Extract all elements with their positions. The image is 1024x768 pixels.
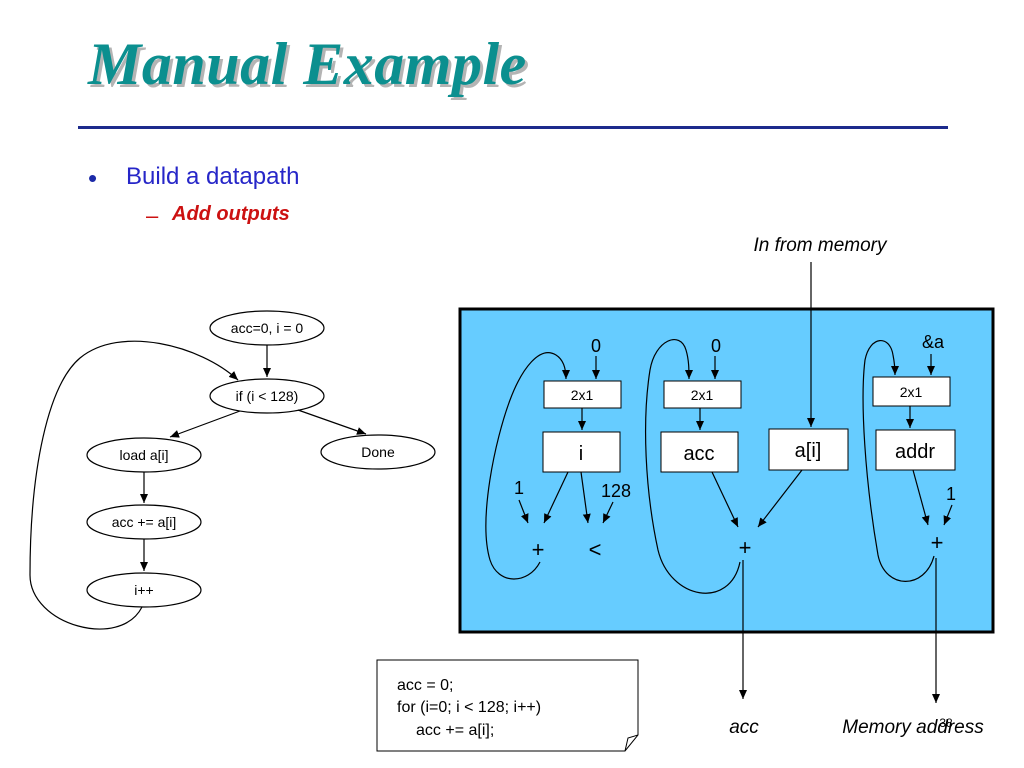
reg-i <box>542 431 621 473</box>
flow-label-condition: if (i < 128) <box>236 388 299 404</box>
wire-reg-ai-add <box>757 469 803 528</box>
datapath-wires <box>485 262 953 703</box>
wire-one-add-i <box>518 499 529 524</box>
code-note-fold <box>624 734 639 752</box>
code-line-3: acc += a[i]; <box>416 722 494 739</box>
sub-bullet-text: Add outputs <box>172 203 290 225</box>
reg-acc <box>660 431 739 473</box>
title-divider <box>78 126 948 129</box>
datapath-labels: In from memory 0 0 &a 2x1 2x1 2x1 i acc … <box>514 235 984 738</box>
datapath-registers <box>542 428 956 473</box>
reg-addr-label: addr <box>895 441 935 463</box>
wire-add-addr-feedback <box>862 340 935 582</box>
flow-label-done: Done <box>361 444 395 460</box>
const-128: 128 <box>601 481 631 501</box>
output-addr-label: Memory address <box>842 717 984 738</box>
mux-addr-label: 2x1 <box>900 384 923 400</box>
wire-reg-i-lt <box>580 471 591 524</box>
op-add-addr: + <box>931 530 944 555</box>
op-lt: < <box>589 537 602 562</box>
slide-title: Manual Example <box>88 31 527 97</box>
wire-add-i-feedback <box>485 352 570 580</box>
op-add-i: + <box>532 537 545 562</box>
const-one-i: 1 <box>514 478 524 498</box>
flow-edge-cond-done <box>297 409 367 435</box>
flow-node-condition <box>209 378 325 414</box>
mux-i <box>543 380 622 409</box>
bullet-marker: • <box>88 163 98 193</box>
flow-edge-cond-load <box>169 410 241 438</box>
flow-label-init: acc=0, i = 0 <box>231 320 304 336</box>
code-note-box <box>376 659 639 752</box>
flow-edge-loop-back <box>29 340 239 630</box>
wire-reg-addr-add <box>912 469 930 526</box>
code-note: acc = 0; for (i=0; i < 128; i++) acc += … <box>376 659 639 752</box>
flow-label-load: load a[i] <box>119 447 168 463</box>
flow-label-accumulate: acc += a[i] <box>112 514 177 530</box>
const-one-addr: 1 <box>946 484 956 504</box>
code-line-2: for (i=0; i < 128; i++) <box>397 699 541 716</box>
wire-reg-acc-add <box>711 471 739 528</box>
flow-node-done <box>320 434 436 470</box>
flowchart <box>29 310 436 630</box>
const-zero-i: 0 <box>591 336 601 356</box>
label-in-from-memory: In from memory <box>753 235 888 256</box>
reg-ai <box>768 428 849 471</box>
mux-acc <box>663 380 742 409</box>
wire-reg-i-add <box>543 471 569 524</box>
reg-acc-label: acc <box>683 443 714 465</box>
op-add-acc: + <box>739 535 752 560</box>
wire-add-acc-feedback <box>644 339 741 594</box>
output-acc-label: acc <box>729 717 759 738</box>
mux-addr <box>872 376 951 407</box>
mux-acc-label: 2x1 <box>691 387 714 403</box>
code-line-1: acc = 0; <box>397 677 453 694</box>
wire-one-add-addr <box>943 504 953 526</box>
wire-128-lt <box>602 501 614 524</box>
reg-i-label: i <box>579 443 583 465</box>
const-zero-acc: 0 <box>711 336 721 356</box>
sub-bullet-marker: – <box>146 203 159 228</box>
reg-addr <box>875 429 956 471</box>
datapath-muxes <box>543 376 951 409</box>
reg-ai-label: a[i] <box>795 440 822 462</box>
mux-i-label: 2x1 <box>571 387 594 403</box>
flow-label-increment: i++ <box>134 582 153 598</box>
flow-node-increment <box>86 572 202 608</box>
flowchart-labels: acc=0, i = 0 if (i < 128) load a[i] Done… <box>112 320 395 598</box>
const-addr-base: &a <box>922 332 945 352</box>
page-number: 38 <box>939 716 953 730</box>
bullet-text: Build a datapath <box>126 163 300 190</box>
